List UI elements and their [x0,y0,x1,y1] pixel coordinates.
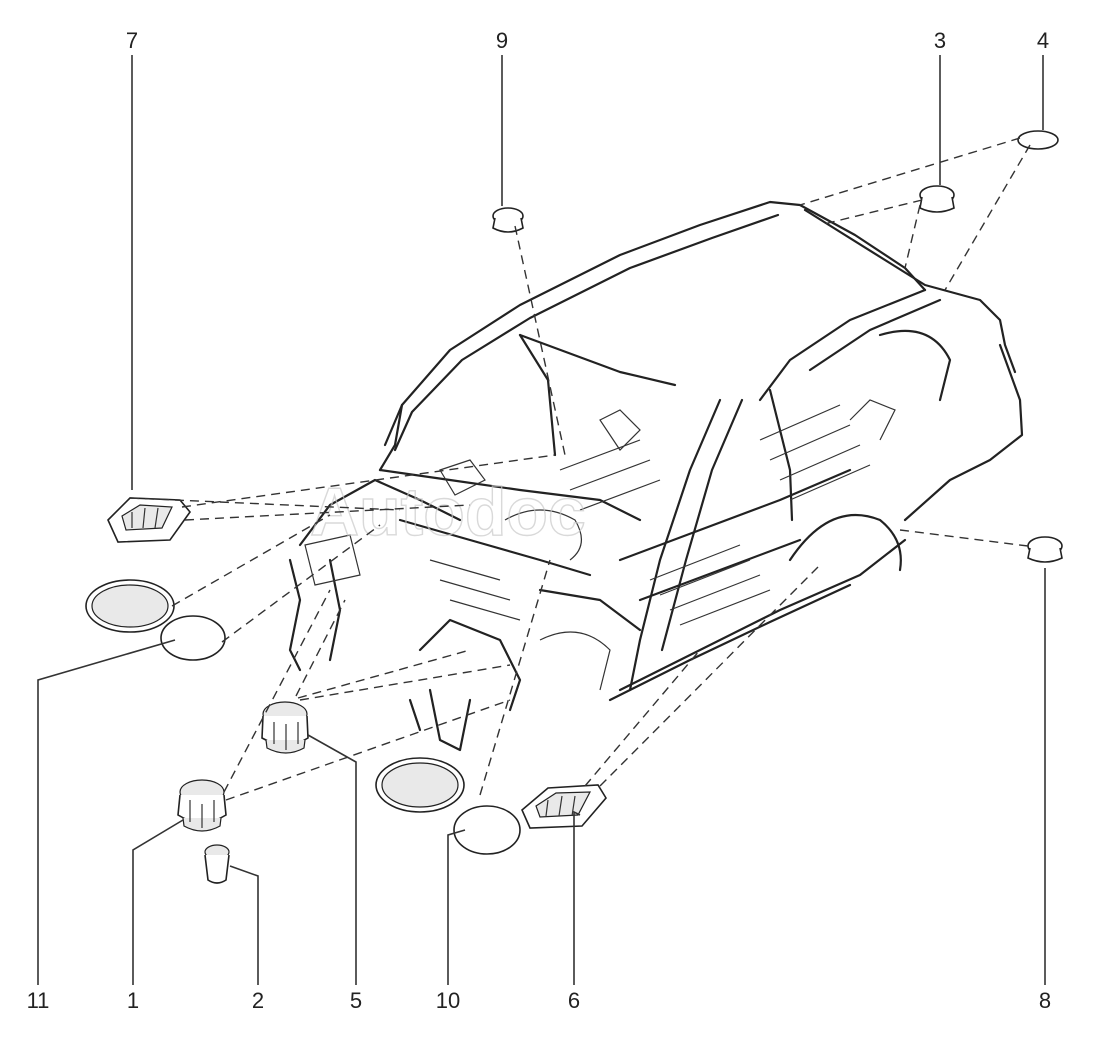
callout-9: 9 [496,28,508,53]
watermark-text: Autodoc [310,474,586,550]
part-5-grommet [261,701,309,754]
callout-8: 8 [1039,988,1051,1013]
callout-4: 4 [1037,28,1049,53]
part-11-discs [85,579,226,661]
part-7-plug [107,497,192,543]
callout-5: 5 [350,988,362,1013]
car-body-illustration [288,200,1024,752]
callout-7: 7 [126,28,138,53]
part-9-clip [492,207,524,233]
part-4-cap [1017,130,1059,150]
dashed-location-lines [129,137,1031,801]
part-10-discs [375,757,521,855]
callout-10: 10 [436,988,460,1013]
callout-3: 3 [934,28,946,53]
part-1-grommet [177,779,227,832]
callout-2: 2 [252,988,264,1013]
callout-1: 1 [127,988,139,1013]
part-3-clip [919,185,955,213]
part-6-plug [521,784,607,829]
callout-11: 11 [27,988,50,1013]
leader-lines [37,55,1046,985]
part-8-clip [1027,536,1063,563]
callout-6: 6 [568,988,580,1013]
part-2-small-plug [204,844,230,884]
